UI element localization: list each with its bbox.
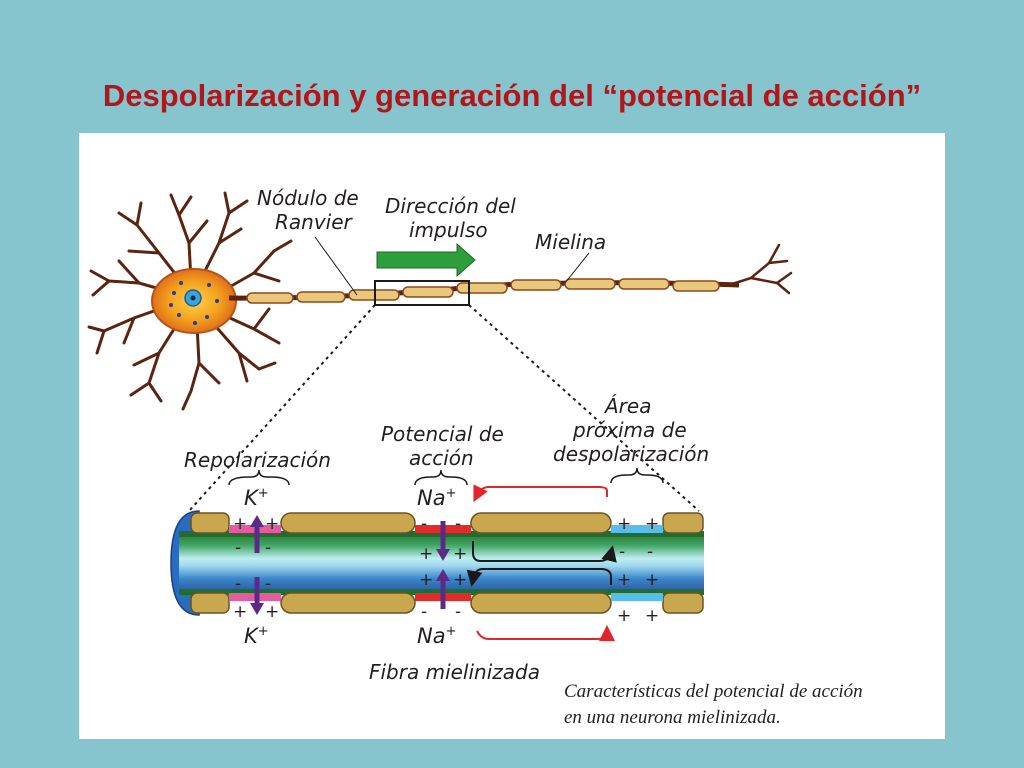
impulse-direction-arrow [376, 242, 476, 278]
charge-signs: + + - - - - + + - - + + + + - - + + - - … [233, 514, 659, 626]
red-current-arrow-bottom [476, 625, 615, 642]
sign-k-top-plus-2: + [265, 514, 279, 534]
caption-line-2: en una neurona mielinizada. [564, 707, 781, 728]
zoom-line-left [188, 304, 376, 512]
k-arrow-down-head [250, 603, 264, 615]
ion-na-top: Na+ [417, 486, 456, 510]
label-area-2: próxima de [572, 418, 687, 442]
sign-area-top-plus-2: + [645, 514, 659, 534]
sign-area-in-minus-1: - [619, 542, 625, 562]
sign-k-bottom-plus-1: + [233, 602, 247, 622]
nucleolus [190, 295, 196, 301]
sign-na-in-plus-2: + [453, 544, 467, 564]
neuron-dendrites [87, 191, 293, 411]
sign-area-top-plus-1: + [617, 514, 631, 534]
caption-line-1: Características del potencial de acción [564, 681, 863, 702]
sign-na-in-plus-3: + [419, 570, 433, 590]
ion-k-bottom: K+ [244, 624, 269, 648]
label-direccion-1: Dirección del [385, 194, 516, 218]
label-direccion-2: impulso [409, 218, 488, 242]
sign-na-in-plus-4: + [453, 570, 467, 590]
sign-k-in-minus-4: - [265, 574, 271, 594]
sign-na-bottom-minus-2: - [455, 602, 461, 622]
label-fibra: Fibra mielinizada [369, 660, 540, 684]
na-arrow-up-head [436, 569, 450, 581]
label-potencial-1: Potencial de [381, 422, 504, 446]
red-current-arrow-top [473, 484, 608, 503]
zoom-line-right [468, 304, 700, 512]
myelin-sheaths [246, 278, 720, 304]
myelin-block-top-2 [280, 512, 416, 534]
node-next-area-bottom [611, 593, 663, 601]
ion-k-top: K+ [244, 486, 269, 510]
label-potencial-2: acción [409, 446, 474, 470]
sign-na-in-plus-1: + [419, 544, 433, 564]
myelin-block-bottom-3 [470, 592, 612, 614]
soma-dots [169, 281, 219, 325]
sign-area-in-plus-1: + [617, 570, 631, 590]
sign-k-in-minus-3: - [235, 574, 241, 594]
myelin-block-bottom-4 [662, 592, 704, 614]
diagram-panel: Nódulo de Ranvier Dirección del impulso … [79, 133, 945, 739]
myelin-block-top-1 [190, 512, 230, 534]
brace-area [610, 467, 664, 484]
ion-channel-arrows [254, 521, 446, 609]
neuron-diagram: Nódulo de Ranvier Dirección del impulso … [87, 186, 863, 728]
label-repolarizacion: Repolarización [184, 448, 331, 472]
sign-k-in-minus-1: - [235, 538, 241, 558]
brace-potencial [414, 469, 468, 486]
sign-na-top-minus-2: - [455, 514, 461, 534]
myelin-block-top-4 [662, 512, 704, 534]
sign-na-bottom-minus-1: - [421, 602, 427, 622]
sign-area-in-plus-2: + [645, 570, 659, 590]
node-next-area-top [611, 525, 663, 533]
na-arrow-down-head [436, 549, 450, 561]
nodulo-pointer [314, 236, 358, 296]
myelinated-fiber [170, 510, 704, 616]
sign-k-in-minus-2: - [265, 538, 271, 558]
label-area-1: Área [603, 394, 651, 418]
axon-terminal [727, 243, 793, 295]
label-nodulo-1: Nódulo de [257, 186, 359, 210]
sign-k-top-plus-1: + [233, 514, 247, 534]
myelin-block-bottom-1 [190, 592, 230, 614]
label-mielina: Mielina [535, 230, 606, 254]
label-area-3: despolarización [553, 442, 709, 466]
sign-k-bottom-plus-2: + [265, 602, 279, 622]
k-arrow-up-head [250, 515, 264, 527]
sign-na-top-minus-1: - [421, 514, 427, 534]
mielina-pointer [564, 252, 590, 284]
sign-area-in-minus-2: - [647, 542, 653, 562]
myelin-block-bottom-2 [280, 592, 416, 614]
ion-na-bottom: Na+ [417, 624, 456, 648]
sign-area-bottom-plus-1: + [617, 606, 631, 626]
local-current-loop-top [472, 541, 617, 563]
brace-repolarizacion [228, 469, 290, 486]
local-current-loop-bottom [466, 568, 612, 587]
sign-area-bottom-plus-2: + [645, 606, 659, 626]
node-highlight-box [374, 280, 470, 306]
label-nodulo-2: Ranvier [275, 210, 354, 234]
slide-title: Despolarización y generación del “potenc… [102, 78, 922, 113]
myelin-block-top-3 [470, 512, 612, 534]
